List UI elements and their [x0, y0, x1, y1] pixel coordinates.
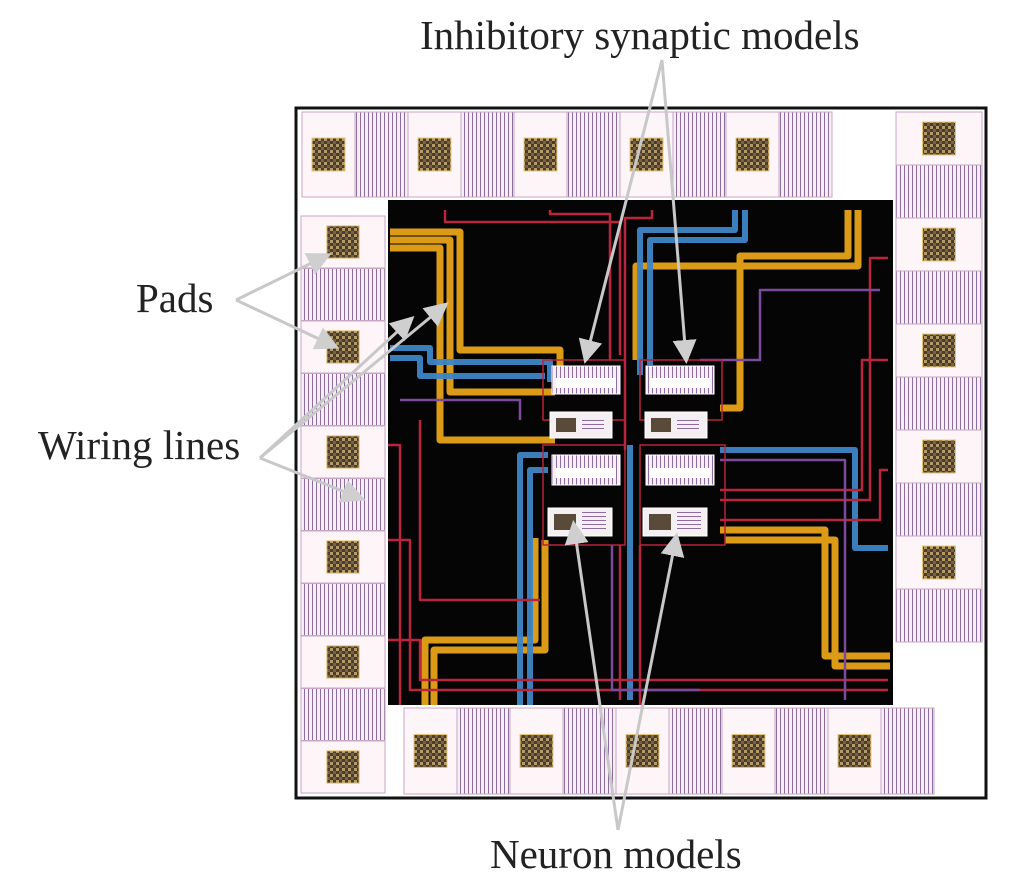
wiring-lines: [388, 210, 890, 705]
pad-bottom-7: [774, 707, 829, 795]
arrow-pads-lower: [235, 298, 340, 350]
arrow-neuron-right: [616, 532, 685, 831]
pad-bottom-5: [668, 707, 723, 795]
pad-right-9: [895, 588, 983, 643]
pad-left-10: [300, 740, 386, 794]
pad-left-1: [300, 268, 386, 321]
pad-left-5: [300, 478, 386, 531]
pad-top-9: [778, 111, 833, 198]
label-wiring-lines: Wiring lines: [38, 422, 241, 468]
neuron-model-right: [642, 507, 708, 537]
arrow-inhibitory-left: [578, 59, 664, 364]
pad-top-6: [619, 111, 674, 198]
pad-bottom-2: [509, 707, 564, 795]
pad-left-9: [300, 688, 386, 741]
pads: [300, 111, 983, 795]
pad-right-7: [895, 482, 983, 537]
pad-right-6: [895, 429, 983, 484]
pad-right-3: [895, 270, 983, 325]
synapse-model-left: [551, 365, 621, 395]
arrow-neuron-left: [564, 520, 620, 831]
pad-bottom-1: [456, 707, 511, 795]
arrow-wiring-upper-2: [259, 302, 449, 460]
label-pads: Pads: [136, 275, 214, 321]
synapse-model-right: [645, 365, 715, 395]
arrow-wiring-lower: [259, 456, 366, 503]
arrow-inhibitory-right: [660, 59, 697, 364]
label-inhibitory-synaptic-models: Inhibitory synaptic models: [420, 12, 860, 58]
pad-left-8: [300, 635, 386, 689]
pad-left-3: [300, 373, 386, 426]
pad-top-2: [407, 111, 462, 198]
neuron-model-left: [547, 507, 613, 537]
synapse-model-lower-left: [551, 454, 621, 486]
pad-left-4: [300, 425, 386, 479]
arrow-wiring-upper-1: [258, 315, 415, 460]
neuron-cell-top-right: [644, 411, 708, 439]
arrow-pads-upper: [235, 253, 332, 302]
pad-left-7: [300, 583, 386, 636]
pad-right-5: [895, 376, 983, 431]
pad-top-0: [301, 111, 356, 198]
pad-left-0: [300, 215, 386, 269]
pad-top-4: [513, 111, 568, 198]
pad-top-3: [460, 111, 515, 198]
pad-bottom-8: [827, 707, 882, 795]
pad-top-1: [354, 111, 409, 198]
pad-top-5: [566, 111, 621, 198]
label-neuron-models: Neuron models: [490, 831, 742, 877]
pad-top-8: [725, 111, 780, 198]
pad-bottom-4: [615, 707, 670, 795]
pad-bottom-0: [403, 707, 458, 795]
pad-top-7: [672, 111, 727, 198]
pad-right-0: [895, 111, 983, 166]
pad-bottom-6: [721, 707, 776, 795]
pad-right-4: [895, 323, 983, 378]
pad-right-8: [895, 535, 983, 590]
pad-left-6: [300, 530, 386, 584]
neuron-cell-top-left: [549, 411, 613, 439]
pad-right-1: [895, 164, 983, 219]
pad-right-2: [895, 217, 983, 272]
pad-bottom-9: [880, 707, 935, 795]
synapse-model-lower-right: [645, 454, 715, 486]
annotation-arrows: [235, 59, 697, 831]
